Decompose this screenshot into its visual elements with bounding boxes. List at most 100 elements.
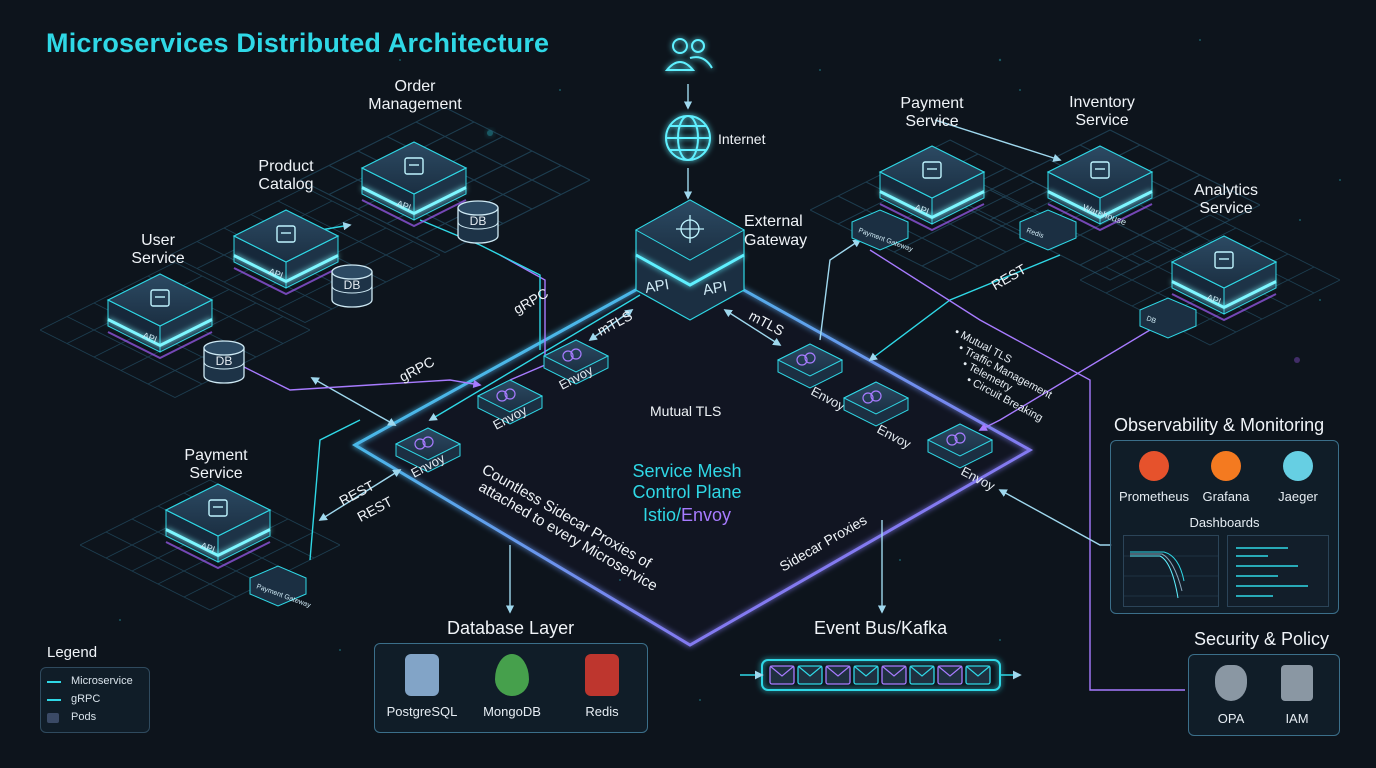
- payment-service-left-label-1: Payment: [184, 447, 248, 464]
- dashboard-trace-chart: [1124, 551, 1218, 599]
- legend-swatch: [47, 699, 61, 701]
- control-plane-line3: Istio/Envoy: [612, 504, 762, 526]
- hexagon-icon: [562, 348, 582, 362]
- security-tool[interactable]: IAM: [1267, 661, 1327, 731]
- user-service-node[interactable]: API: [106, 273, 214, 360]
- envelope-icon: [965, 665, 991, 685]
- service-mesh-boundary: [351, 258, 1034, 647]
- database-item[interactable]: PostgreSQL: [387, 652, 457, 724]
- dashboard-panel-1[interactable]: [1123, 535, 1219, 607]
- inventory-service-node[interactable]: Warehouse: [1046, 145, 1154, 232]
- user-db-label: DB: [215, 354, 233, 368]
- envoy-sidecar-pod[interactable]: Envoy: [776, 343, 848, 414]
- envelope-icon: [853, 665, 879, 685]
- opa-icon: [1215, 665, 1247, 701]
- envelope-icon: [937, 665, 963, 685]
- observability-tool-label: Grafana: [1202, 489, 1250, 504]
- observability-tool-label: Jaeger: [1278, 489, 1318, 504]
- legend-item: gRPC: [47, 692, 147, 708]
- payment-service-right-label-2: Service: [905, 113, 959, 130]
- envoy-label: Envoy: [680, 505, 732, 525]
- envelope-icon: [769, 665, 795, 685]
- legend-panel: Microservice gRPC Pods: [40, 667, 150, 733]
- observability-title: Observability & Monitoring: [1114, 415, 1325, 435]
- user-service-label-1: User: [141, 232, 175, 249]
- legend-item-label: Pods: [71, 711, 97, 723]
- external-gateway-node[interactable]: [634, 199, 746, 321]
- envelope-icon: [909, 665, 935, 685]
- cart-icon: [404, 157, 424, 175]
- jaeger-icon: [1283, 451, 1313, 481]
- mutual-tls-label: Mutual TLS: [650, 403, 722, 419]
- database-layer-title: Database Layer: [447, 618, 575, 638]
- order-db-cylinder[interactable]: [457, 200, 499, 244]
- database-item[interactable]: MongoDB: [477, 652, 547, 724]
- analytics-db[interactable]: DB: [1139, 297, 1197, 339]
- envoy-sidecar-pod[interactable]: Envoy: [926, 423, 998, 494]
- envelope-icon: [825, 665, 851, 685]
- payment-gateway-left[interactable]: Payment Gateway: [249, 565, 312, 610]
- security-tool[interactable]: OPA: [1201, 661, 1261, 731]
- product-catalog-node[interactable]: API: [232, 209, 340, 296]
- event-bus-track: [740, 659, 1022, 691]
- payment-service-right-node[interactable]: API: [878, 145, 986, 232]
- envoy-sidecar-pod[interactable]: Envoy: [542, 339, 610, 393]
- envoy-sidecar-pod[interactable]: Envoy: [476, 379, 544, 433]
- hexagon-icon: [414, 436, 434, 450]
- database-item-label: Redis: [585, 704, 619, 719]
- legend-swatch: [47, 681, 61, 683]
- dashboard-panel-2[interactable]: [1227, 535, 1329, 607]
- grafana-icon: [1211, 451, 1241, 481]
- legend-swatch: [47, 713, 59, 723]
- observability-tool[interactable]: Grafana: [1191, 449, 1261, 509]
- hexagon-icon: [946, 432, 966, 446]
- order-management-node[interactable]: API: [360, 141, 468, 228]
- background-particles: [119, 39, 1341, 701]
- database-item[interactable]: Redis: [567, 652, 637, 724]
- observability-tool[interactable]: Jaeger: [1263, 449, 1333, 509]
- security-title: Security & Policy: [1194, 629, 1330, 649]
- legend-item-label: Microservice: [71, 675, 133, 687]
- observability-tool[interactable]: Prometheus: [1119, 449, 1189, 509]
- sub-box-text: DB: [1145, 315, 1157, 325]
- hexagon-icon: [796, 352, 816, 366]
- gateway-label-line1: External: [744, 213, 803, 230]
- service-tag: API: [267, 266, 284, 280]
- control-plane-line2: Control Plane: [632, 482, 742, 502]
- service-tag: API: [1205, 292, 1222, 306]
- product-db-cylinder[interactable]: [331, 264, 373, 308]
- users-icon: [664, 38, 713, 71]
- chart-icon: [1214, 251, 1234, 269]
- payment-service-left-node[interactable]: API: [164, 483, 272, 570]
- iam-lock-icon: [1281, 665, 1313, 701]
- gateway-router-icon: [676, 215, 704, 243]
- legend-title: Legend: [47, 644, 98, 661]
- security-panel: OPA IAM: [1188, 654, 1340, 736]
- order-db-label: DB: [469, 214, 487, 228]
- page-title: Microservices Distributed Architecture: [46, 28, 550, 58]
- legend-item: Microservice: [47, 674, 147, 690]
- dashboards-label: Dashboards: [1189, 515, 1260, 530]
- postgresql-icon: [405, 654, 439, 696]
- istio-label: Istio/: [642, 505, 681, 525]
- globe-icon: [665, 115, 711, 161]
- analytics-service-node[interactable]: API: [1170, 235, 1278, 322]
- security-tool-label: IAM: [1285, 711, 1309, 726]
- product-catalog-label-1: Product: [258, 158, 314, 175]
- legend-item: Pods: [47, 710, 147, 726]
- envelope-icon: [797, 665, 823, 685]
- user-db-cylinder[interactable]: [203, 340, 245, 384]
- observability-panel: Prometheus Grafana Jaeger Dashboards: [1110, 440, 1339, 614]
- database-item-label: PostgreSQL: [386, 704, 458, 719]
- prometheus-icon: [1139, 451, 1169, 481]
- hexagon-icon: [862, 390, 882, 404]
- observability-tool-label: Prometheus: [1118, 489, 1190, 504]
- event-bus-title: Event Bus/Kafka: [814, 618, 948, 638]
- inventory-redis[interactable]: Redis: [1019, 209, 1077, 251]
- analytics-service-label-1: Analytics: [1193, 182, 1259, 199]
- wallet-icon: [208, 499, 228, 517]
